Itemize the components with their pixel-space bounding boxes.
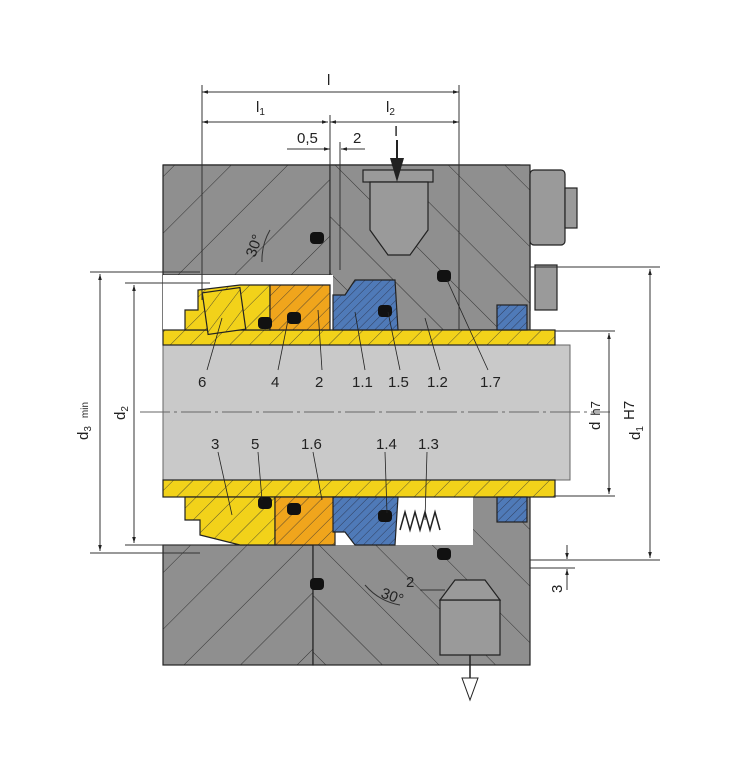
flow-out-arrow: [461, 655, 479, 702]
clamp-collar-bottom: [184, 496, 336, 546]
part-label: 2: [315, 374, 323, 391]
dimension-lines: [90, 85, 660, 606]
flow-in-label: I: [394, 123, 398, 140]
part-label: 1.2: [427, 374, 448, 391]
part-labels-top: 6 4 2 1.1 1.5 1.2 1.7: [198, 374, 501, 391]
part-label: 1.5: [388, 374, 409, 391]
angle-top: 30°: [243, 232, 267, 259]
plug-bottom: [496, 496, 528, 523]
leader-lines: [206, 279, 489, 521]
dim-gap-2: 2: [353, 130, 361, 147]
seal-face-top: [332, 279, 399, 331]
seal-face-bottom: [332, 496, 399, 546]
part-label: 3: [211, 436, 219, 453]
dim-d1-tolerance: H7: [621, 401, 638, 420]
dim-l: l: [327, 72, 330, 89]
o-rings: [258, 232, 451, 590]
dimension-labels: l l1 l2 0,5 2 I d3min d2 dh7 H7 d1 3 2 3…: [75, 72, 646, 609]
part-label: 6: [198, 374, 206, 391]
dim-offset-2: 2: [406, 574, 414, 591]
dim-d2: d2: [112, 406, 131, 420]
part-label: 1.3: [418, 436, 439, 453]
part-label: 1.7: [480, 374, 501, 391]
hex-nut: [529, 169, 578, 311]
dim-gap-05: 0,5: [297, 130, 318, 147]
angle-bottom: 30°: [379, 585, 406, 609]
dim-l1: l1: [256, 99, 265, 118]
part-label: 4: [271, 374, 279, 391]
part-label: 5: [251, 436, 259, 453]
dim-offset-3: 3: [549, 585, 566, 593]
flow-in-arrow: [390, 140, 404, 182]
part-labels-bottom: 3 5 1.6 1.4 1.3: [211, 436, 439, 453]
dim-d: dh7: [587, 401, 604, 430]
part-label: 1.6: [301, 436, 322, 453]
dim-l2: l2: [386, 99, 395, 118]
dim-d3: d3min: [75, 402, 94, 440]
part-label: 1.1: [352, 374, 373, 391]
clamp-collar-top: [184, 284, 331, 336]
plug-top: [496, 304, 528, 331]
dim-d1: d1: [627, 426, 646, 440]
spring: [399, 509, 441, 533]
part-label: 1.4: [376, 436, 397, 453]
